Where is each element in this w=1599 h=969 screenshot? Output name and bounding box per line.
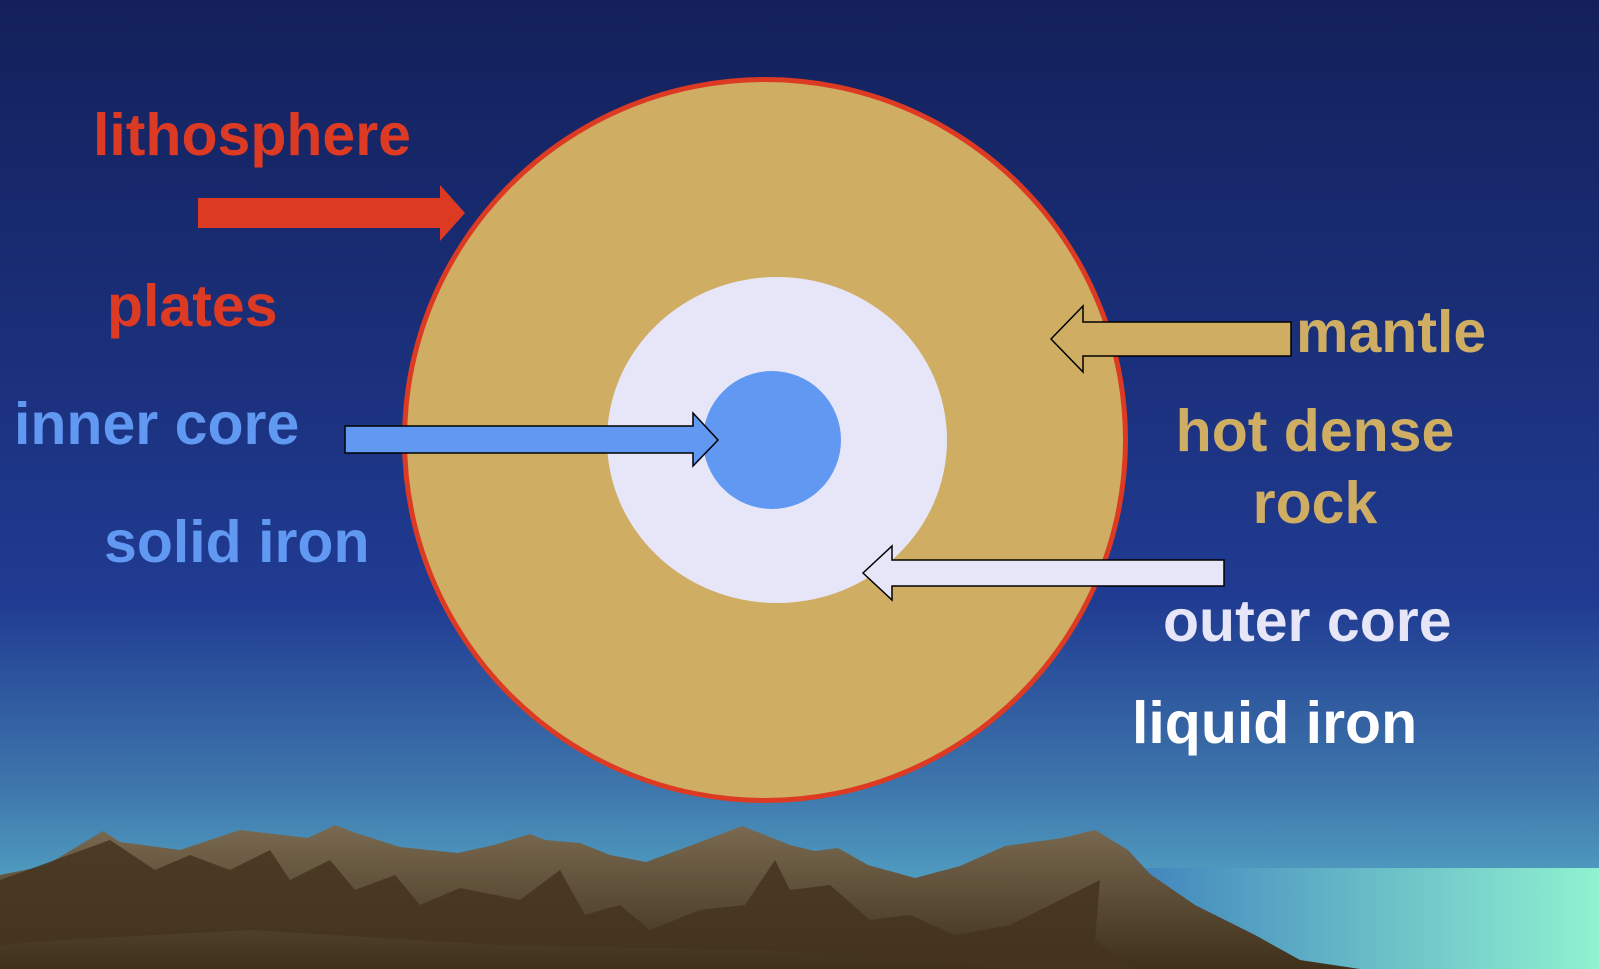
lithosphere-arrow — [198, 185, 465, 241]
inner-core-label: inner core — [14, 391, 300, 457]
solid-iron-label: solid iron — [104, 509, 370, 575]
mantle-label: mantle — [1296, 299, 1487, 365]
outer-core-label: outer core — [1163, 588, 1452, 654]
inner-core-layer — [703, 371, 841, 509]
lithosphere-label: lithosphere — [93, 102, 411, 168]
outer-core-arrow — [861, 544, 1225, 602]
mountain-shadows — [0, 840, 1135, 969]
mantle-arrow — [1049, 304, 1292, 374]
inner-core-arrow — [344, 411, 720, 468]
hot-dense-rock-label: hot dense rock — [1175, 398, 1455, 536]
liquid-iron-label: liquid iron — [1132, 690, 1418, 756]
plates-label: plates — [107, 273, 278, 339]
